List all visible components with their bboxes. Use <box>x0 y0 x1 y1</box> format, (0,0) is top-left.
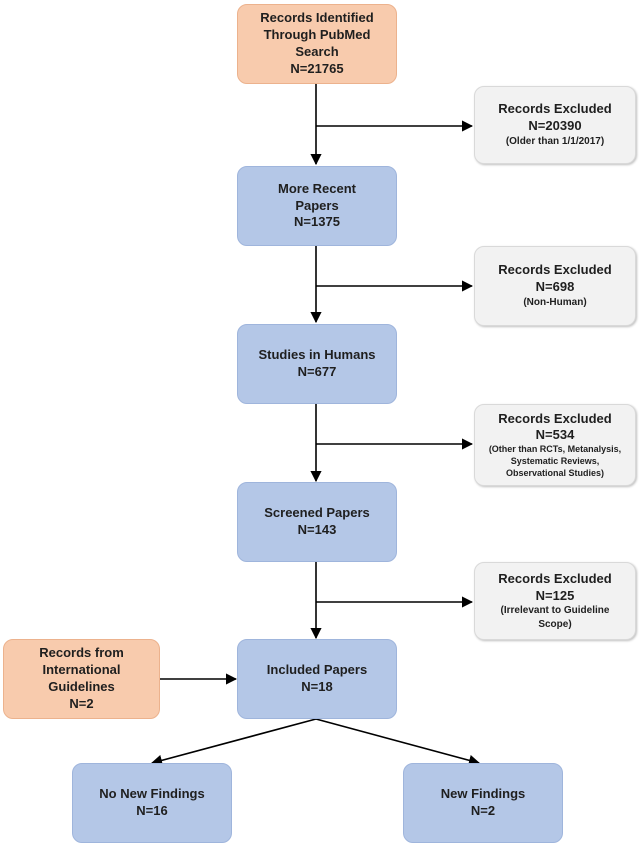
exclusion-3-note-2: Systematic Reviews, <box>510 456 600 467</box>
exclusion-box-3: Records Excluded N=534 (Other than RCTs,… <box>474 404 636 486</box>
exclusion-1-title: Records Excluded <box>498 101 612 117</box>
new-findings-box: New Findings N=2 <box>403 763 563 843</box>
screened-box: Screened Papers N=143 <box>237 482 397 562</box>
screened-line-1: Screened Papers <box>264 505 370 521</box>
new-line-1: New Findings <box>440 786 526 802</box>
exclusion-3-count: N=534 <box>535 427 575 443</box>
exclusion-4-title: Records Excluded <box>498 570 612 586</box>
international-box: Records from International Guidelines N=… <box>3 639 160 719</box>
humans-box: Studies in Humans N=677 <box>237 324 397 404</box>
exclusion-box-1: Records Excluded N=20390 (Older than 1/1… <box>474 86 636 164</box>
recent-line-1: More Recent <box>277 180 357 196</box>
new-count: N=2 <box>470 803 496 818</box>
arrow-included-to-new <box>315 718 481 766</box>
international-line-1: Records from <box>39 645 124 661</box>
exclusion-2-note: (Non-Human) <box>523 297 587 309</box>
no-new-line-1: No New Findings <box>99 786 205 802</box>
exclusion-box-4: Records Excluded N=125 (Irrelevant to Gu… <box>474 562 636 640</box>
exclusion-3-title: Records Excluded <box>498 410 612 426</box>
exclusion-box-2: Records Excluded N=698 (Non-Human) <box>474 246 636 326</box>
recent-line-2: Papers <box>295 197 339 213</box>
identified-line-2: Through PubMed <box>263 27 371 43</box>
no-new-findings-box: No New Findings N=16 <box>72 763 232 843</box>
exclusion-3-note-1: (Other than RCTs, Metanalysis, <box>488 444 622 455</box>
exclusion-2-title: Records Excluded <box>498 262 612 278</box>
included-count: N=18 <box>301 679 333 694</box>
identified-box: Records Identified Through PubMed Search… <box>237 4 397 84</box>
exclusion-3-note-3: Observational Studies) <box>505 467 605 478</box>
identified-count: N=21765 <box>290 60 344 76</box>
exclusion-4-note-2: Scope) <box>538 618 572 630</box>
identified-line-1: Records Identified <box>260 10 374 26</box>
no-new-count: N=16 <box>136 803 168 818</box>
humans-count: N=677 <box>297 364 337 379</box>
international-count: N=2 <box>69 695 94 711</box>
included-box: Included Papers N=18 <box>237 639 397 719</box>
arrow-included-to-no-new <box>150 718 317 766</box>
identified-line-3: Search <box>295 44 339 59</box>
exclusion-4-count: N=125 <box>535 587 575 603</box>
international-line-2: International <box>42 662 121 678</box>
humans-line-1: Studies in Humans <box>258 347 376 363</box>
screened-count: N=143 <box>297 522 337 537</box>
included-line-1: Included Papers <box>266 662 368 678</box>
recent-papers-box: More Recent Papers N=1375 <box>237 166 397 246</box>
exclusion-2-count: N=698 <box>535 279 575 295</box>
exclusion-4-note-1: (Irrelevant to Guideline <box>500 605 610 617</box>
recent-count: N=1375 <box>294 214 340 230</box>
international-line-3: Guidelines <box>48 679 115 694</box>
exclusion-1-note: (Older than 1/1/2017) <box>505 136 605 148</box>
exclusion-1-count: N=20390 <box>528 118 582 134</box>
